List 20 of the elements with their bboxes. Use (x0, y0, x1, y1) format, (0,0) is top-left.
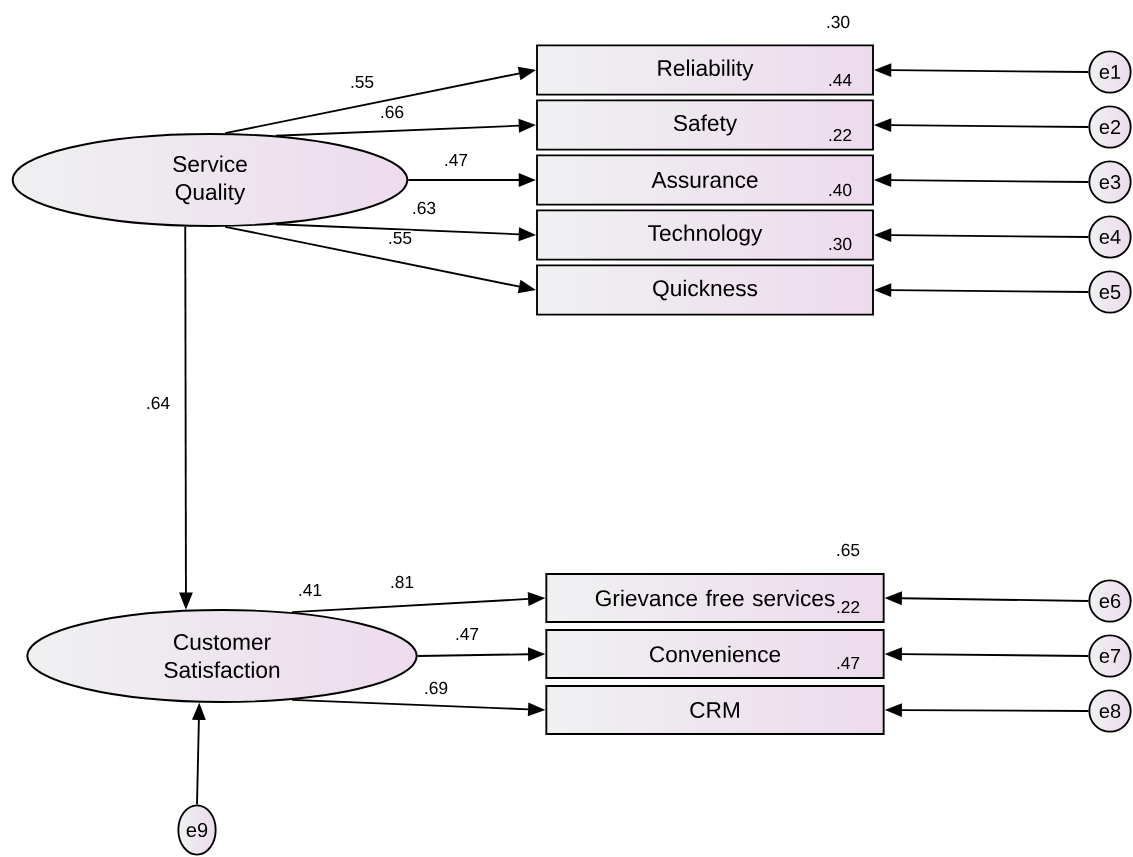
observed-variable-box: Quickness (536, 264, 874, 316)
value-label: .41 (299, 584, 322, 596)
value-label: .40 (829, 183, 852, 197)
value-label: .30 (827, 15, 850, 29)
edge-label: .47 (442, 152, 470, 168)
edge-label: .69 (422, 680, 450, 696)
edge-label: .66 (378, 104, 406, 120)
value-label: .22 (837, 600, 860, 614)
value-label: .65 (837, 543, 860, 557)
edge-label: .64 (144, 395, 172, 411)
edge-label: .63 (410, 200, 438, 216)
observed-variable-box: CRM (545, 685, 885, 735)
value-label: .44 (829, 74, 852, 86)
value-label: .30 (829, 237, 852, 251)
value-label: .47 (837, 657, 860, 669)
edge-label: .47 (453, 626, 481, 642)
edge-label: .81 (388, 574, 416, 590)
edge-label: .55 (348, 74, 376, 90)
edge-label: .55 (386, 230, 414, 246)
value-label: .22 (829, 128, 852, 142)
